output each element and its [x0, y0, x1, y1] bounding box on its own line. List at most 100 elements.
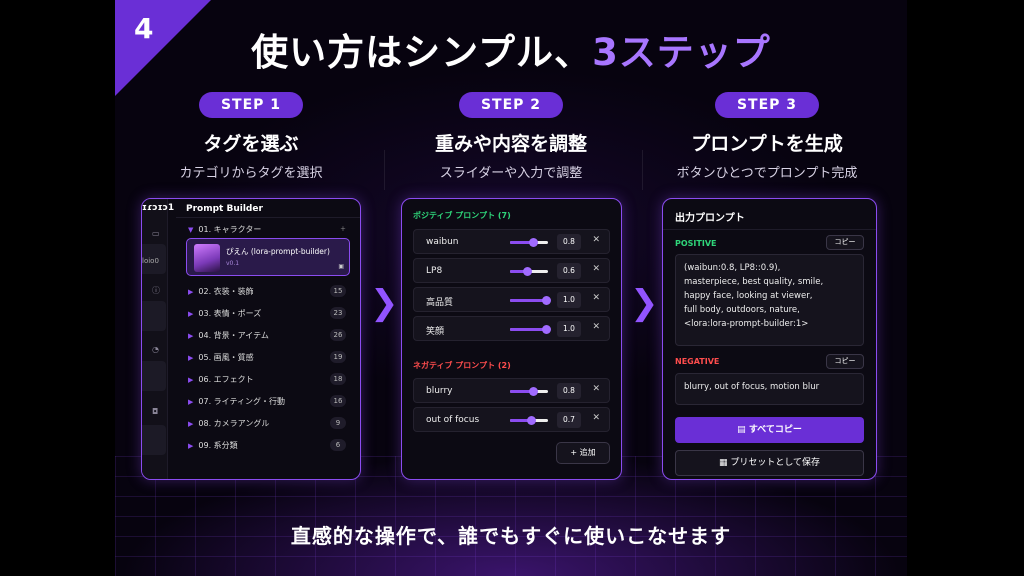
category-count: 23 — [330, 307, 346, 319]
category-label: 03. 表情・ポーズ — [198, 309, 262, 318]
close-icon[interactable]: ✕ — [592, 413, 600, 423]
close-icon[interactable]: ✕ — [592, 235, 600, 245]
tag-name: out of focus — [426, 415, 480, 425]
category-label: 05. 画風・質感 — [198, 353, 254, 362]
step-subtitle: カテゴリからタグを選択 — [179, 166, 323, 181]
category-count: 18 — [330, 373, 346, 385]
step-heading: タグを選ぶ — [203, 133, 299, 155]
category-label: 06. エフェクト — [198, 375, 254, 384]
copy-positive-button[interactable]: コピー — [826, 235, 864, 250]
slider-fill — [510, 419, 531, 422]
slide-title: 使い方はシンプル、3ステップ — [115, 22, 907, 76]
weight-value[interactable]: 1.0 — [557, 292, 581, 308]
app-logo: ɪɾɔɪɔ1 — [142, 203, 175, 213]
negative-label: NEGATIVE — [675, 357, 720, 366]
column-divider — [642, 150, 643, 190]
weight-value[interactable]: 1.0 — [557, 321, 581, 337]
divider — [663, 229, 876, 230]
weight-value[interactable]: 0.7 — [557, 412, 581, 428]
slider-fill — [510, 299, 547, 302]
chevron-right-icon: ❯ — [630, 283, 659, 323]
slider-fill — [510, 328, 547, 331]
close-icon[interactable]: ✕ — [592, 322, 600, 332]
weight-slider[interactable] — [510, 296, 552, 305]
rail-button[interactable] — [142, 361, 166, 391]
step-2: STEP 2 重みや内容を調整 スライダーや入力で調整 — [391, 92, 631, 181]
negative-output[interactable]: blurry, out of focus, motion blur — [675, 373, 864, 405]
slider-handle[interactable] — [528, 238, 538, 247]
copy-negative-button[interactable]: コピー — [826, 354, 864, 369]
step-heading: 重みや内容を調整 — [434, 133, 587, 155]
positive-label: POSITIVE — [675, 239, 717, 248]
category-label: 09. 系分類 — [198, 441, 238, 450]
weight-slider[interactable] — [510, 267, 548, 276]
category-expanded[interactable]: ▼01. キャラクター ＋ — [188, 224, 346, 238]
slider-handle[interactable] — [542, 296, 552, 305]
category-label: 02. 衣装・装飾 — [198, 287, 254, 296]
rail-button[interactable] — [142, 301, 166, 331]
info-icon[interactable]: ⓘ — [152, 286, 160, 295]
divider — [176, 217, 360, 218]
step-1: STEP 1 タグを選ぶ カテゴリからタグを選択 — [131, 92, 371, 181]
step-pill: STEP 3 — [714, 92, 820, 118]
chevron-down-icon: ▼ — [188, 226, 194, 234]
character-avatar — [194, 244, 220, 272]
positive-section-label: ポジティブ プロンプト (7) — [413, 211, 511, 220]
weight-slider[interactable] — [510, 238, 548, 247]
positive-output[interactable]: (waibun:0.8, LP8::0.9), masterpiece, bes… — [675, 254, 864, 346]
selected-tag-item[interactable]: ぴえん (lora-prompt-builder) v0.1 ▣ — [186, 238, 350, 276]
category-count: 6 — [330, 439, 346, 451]
step-subtitle: ボタンひとつでプロンプト完成 — [676, 166, 858, 181]
save-preset-button[interactable]: ▦ プリセットとして保存 — [675, 450, 864, 476]
copy-all-button[interactable]: ▤ すべてコピー — [675, 417, 864, 443]
add-icon[interactable]: ＋ — [339, 226, 346, 233]
add-tag-button[interactable]: + 追加 — [556, 442, 610, 464]
step-3: STEP 3 プロンプトを生成 ボタンひとつでプロンプト完成 — [647, 92, 887, 181]
weight-slider[interactable] — [510, 325, 552, 334]
category-count: 15 — [330, 285, 346, 297]
tag-name: waibun — [426, 237, 459, 247]
slider-handle[interactable] — [526, 416, 536, 425]
rail-button[interactable] — [142, 425, 166, 455]
slider-fill — [510, 390, 533, 393]
step-pill: STEP 2 — [458, 92, 564, 118]
close-icon[interactable]: ✕ — [592, 264, 600, 274]
close-icon[interactable]: ✕ — [592, 384, 600, 394]
folder-icon[interactable]: ▭ — [152, 229, 160, 238]
chevron-right-icon: ▶ — [188, 354, 194, 362]
side-rail: ɪɾɔɪɔ1 ▭ loio0 ⓘ ◔ ◘ — [142, 199, 174, 479]
chevron-right-icon: ▶ — [188, 376, 194, 384]
category-count: 16 — [330, 395, 346, 407]
category-label: 07. ライティング・行動 — [198, 397, 286, 406]
slider-handle[interactable] — [523, 267, 533, 276]
slider-handle[interactable] — [528, 387, 538, 396]
step-subtitle: スライダーや入力で調整 — [439, 166, 583, 181]
lock-icon[interactable]: ◘ — [152, 407, 159, 416]
save-preset-label: プリセットとして保存 — [730, 458, 821, 468]
weight-value[interactable]: 0.8 — [557, 383, 581, 399]
weight-slider[interactable] — [510, 387, 548, 396]
title-main: 使い方はシンプル、 — [251, 31, 593, 74]
close-icon[interactable]: ✕ — [592, 293, 600, 303]
weight-slider[interactable] — [510, 416, 548, 425]
tag-version: v0.1 — [226, 260, 240, 267]
weight-value[interactable]: 0.6 — [557, 263, 581, 279]
chevron-right-icon: ▶ — [188, 420, 194, 428]
rail-button[interactable] — [142, 244, 166, 274]
slider-handle[interactable] — [542, 325, 552, 334]
weight-value[interactable]: 0.8 — [557, 234, 581, 250]
slider-fill — [510, 241, 533, 244]
edit-icon[interactable]: ▣ — [338, 263, 344, 270]
settings-icon[interactable]: ◔ — [152, 345, 159, 354]
category-item[interactable]: ▶ 06. エフェクト 18 — [188, 373, 346, 388]
